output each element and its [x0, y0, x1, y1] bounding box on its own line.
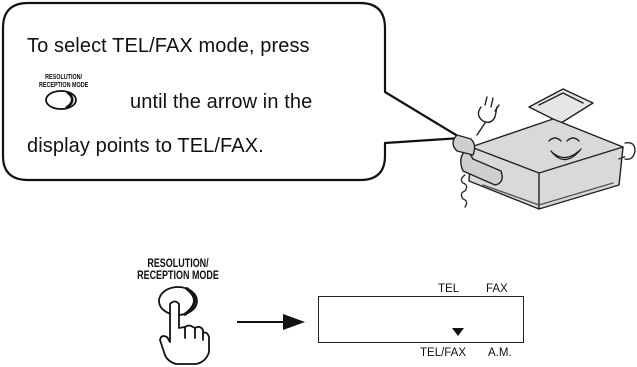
display-label-am: A.M. [488, 347, 512, 359]
display-label-tel: TEL [438, 283, 460, 295]
resolution-button-icon [45, 90, 77, 110]
display-label-telfax: TEL/FAX [420, 347, 467, 359]
fax-machine-illustration [452, 88, 636, 210]
right-arrow-icon [237, 314, 305, 330]
instruction-line-1: To select TEL/FAX mode, press [27, 35, 310, 57]
control-label-line1: RESOLUTION/ [147, 258, 209, 270]
down-triangle-icon [452, 328, 464, 336]
hand-pointer-icon [159, 300, 210, 365]
lcd-display [318, 296, 524, 343]
inline-button-label-line1: RESOLUTION/ [45, 72, 83, 81]
instruction-line-2: until the arrow in the [130, 91, 313, 113]
inline-button-label-line2: RECEPTION MODE [39, 80, 89, 89]
resolution-reception-mode-button[interactable] [148, 282, 218, 367]
instruction-line-3: display points to TEL/FAX. [27, 135, 264, 157]
control-label-line2: RECEPTION MODE [137, 270, 219, 282]
display-label-fax: FAX [486, 283, 508, 295]
inline-button-label: RESOLUTION/ RECEPTION MODE [39, 73, 88, 89]
resolution-reception-mode-label: RESOLUTION/ RECEPTION MODE [131, 258, 225, 282]
